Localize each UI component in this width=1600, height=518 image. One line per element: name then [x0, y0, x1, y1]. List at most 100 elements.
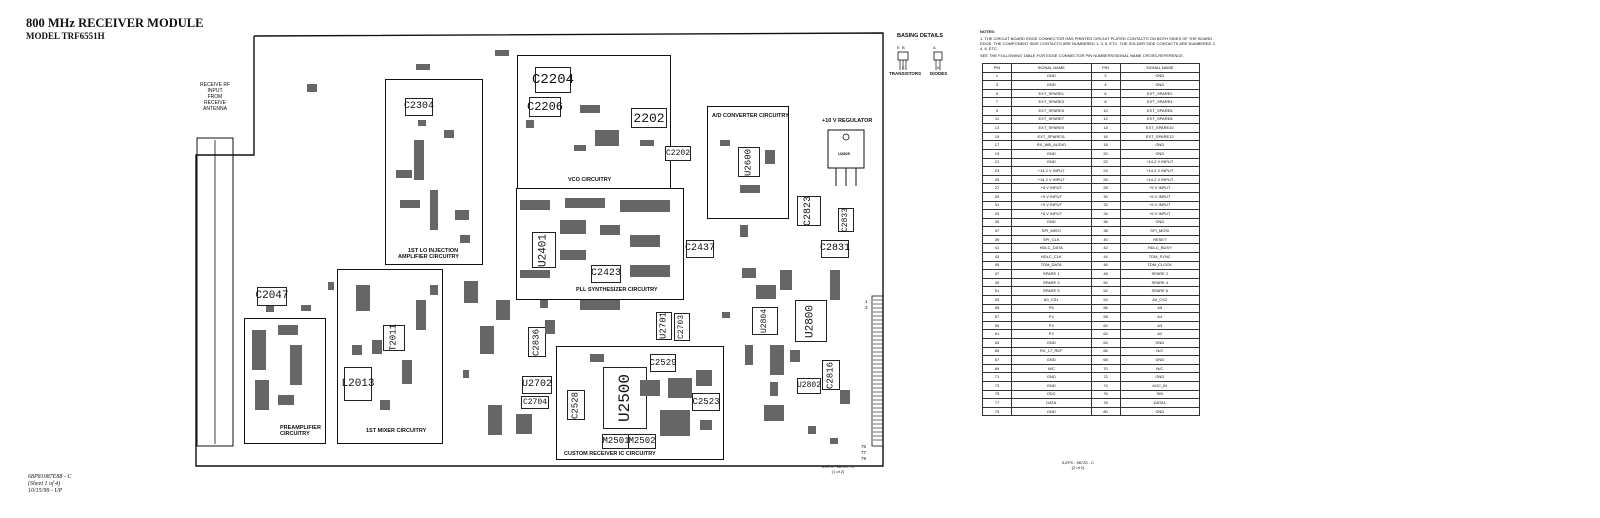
pin-number-cell: 39 [982, 234, 1012, 245]
pin-number-cell: 34 [1090, 209, 1121, 219]
module-m2502: M2502 [628, 434, 656, 449]
pin-number-cell: 71 [982, 372, 1012, 382]
pin-table-header: PIN SIGNAL NAME PIN SIGNAL NAME [982, 63, 1201, 73]
pin-number-cell: 43 [982, 252, 1012, 262]
signal-name-cell: EXT_SPARE5 [1010, 105, 1092, 116]
signal-name-cell: GND [1010, 355, 1092, 365]
signal-header: SIGNAL NAME [1119, 63, 1201, 73]
pin-number-cell: 49 [982, 277, 1012, 288]
signal-name-cell: EXT_SPARE1 [1010, 88, 1092, 99]
signal-name-cell: HDLC_DATA [1010, 243, 1092, 254]
pin-number-cell: 77 [982, 398, 1012, 408]
pin-number-cell: 73 [982, 380, 1012, 391]
pin-number-cell: 46 [1090, 260, 1121, 271]
pin-number-cell: 28 [1090, 183, 1121, 193]
signal-name-cell: A5 [1119, 303, 1201, 314]
pin-number-cell: 24 [1090, 166, 1121, 176]
signal-name-cell: GND [1119, 355, 1201, 365]
pin-number-cell: 38 [1090, 226, 1121, 236]
signal-name-cell: EXT_SPARE7 [1010, 114, 1092, 125]
signal-name-cell: DATA [1010, 398, 1092, 408]
signal-name-cell: +14.2 V INPUT [1010, 166, 1092, 176]
custom-label: CUSTOM RECEIVER IC CIRCUITRY [564, 451, 656, 457]
signal-name-cell: ODC [1010, 389, 1092, 400]
signal-name-cell: N/C [1119, 346, 1201, 357]
pin-number-cell: 55 [982, 303, 1012, 314]
signal-name-cell: TDM_DATA [1010, 260, 1092, 271]
pin-number-cell: 42 [1090, 243, 1121, 254]
pin-number-cell: 33 [982, 209, 1012, 219]
pin-number-cell: 19 [982, 148, 1012, 159]
regulator-part: U2805 [838, 151, 850, 156]
signal-name-cell: SPI_MOSI [1119, 226, 1201, 236]
pin-number-cell: 21 [982, 157, 1012, 168]
signal-name-cell: GND [1119, 148, 1201, 159]
signal-name-cell: EXT_SPARE10 [1119, 123, 1201, 133]
basing-pin-c: C [902, 65, 905, 70]
ic-u2701: U2701 [656, 312, 672, 340]
signal-name-cell: EXT_SPARE9 [1010, 123, 1092, 133]
page-title: 800 MHz RECEIVER MODULE [26, 16, 204, 30]
pin-number-cell: 41 [982, 243, 1012, 254]
signal-name-cell: +5 V INPUT [1010, 200, 1092, 211]
capacitor-c2423: C2423 [591, 265, 621, 283]
basing-pin-e: E [897, 45, 900, 50]
capacitor-c2836: C2836 [528, 327, 546, 357]
pin-number-cell: 50 [1090, 277, 1121, 288]
document-footer: 68P81087E88 - C(Sheet 1 of 4)10/15/99 - … [28, 474, 72, 494]
signal-name-cell: GND [1119, 80, 1201, 90]
signal-name-cell: GND [1119, 372, 1201, 382]
signal-name-cell: GND [1010, 71, 1092, 82]
transistors-label: TRANSISTORS [889, 71, 922, 76]
pin-number-cell: 20 [1090, 148, 1121, 159]
signal-name-cell: SPARE 4 [1119, 277, 1201, 288]
ad-label: A/D CONVERTER CIRCUITRY [712, 113, 789, 119]
preamp-label-1: PREAMPLIFIER [280, 425, 321, 431]
model-number: MODEL TRF6551H [26, 31, 105, 41]
signal-header: SIGNAL NAME [1010, 63, 1092, 73]
signal-name-cell: GND [1010, 380, 1092, 391]
signal-name-cell: +14.2 V INPUT [1119, 166, 1201, 176]
preamp-label-2: CIRCUITRY [280, 431, 310, 437]
pin-header: PIN [1090, 63, 1121, 73]
signal-name-cell: GND [1010, 157, 1092, 168]
capacitor-c2528: C2528 [567, 390, 585, 420]
pin-number-cell: 18 [1090, 140, 1121, 150]
signal-name-cell: SPI_MISO [1010, 226, 1092, 236]
pin-number-cell: 32 [1090, 200, 1121, 211]
signal-name-cell: SBI [1119, 389, 1201, 400]
signal-name-cell: EXT_SPARE8 [1119, 114, 1201, 125]
signal-name-cell: SPI_CLK [1010, 234, 1092, 245]
signal-name-cell: +5 V INPUT [1119, 209, 1201, 219]
basing-pin-k: K [937, 65, 940, 70]
signal-name-cell: GND [1119, 406, 1201, 417]
capacitor-c2202: C2202 [665, 146, 691, 161]
diodes-label: DIODES [930, 71, 948, 76]
signal-name-cell: EXT_SPARE4 [1119, 97, 1201, 107]
pin-number-cell: 52 [1090, 286, 1121, 297]
signal-name-cell: GND [1010, 372, 1092, 382]
signal-name-cell: +5 V INPUT [1119, 200, 1201, 211]
capacitor-c2529: C2529 [650, 354, 677, 372]
vco-label: VCO CIRCUITRY [568, 177, 612, 183]
pin-number-cell: 60 [1090, 320, 1121, 331]
lo-injection-box [385, 79, 483, 265]
ic-u2802: U2802 [797, 378, 821, 394]
